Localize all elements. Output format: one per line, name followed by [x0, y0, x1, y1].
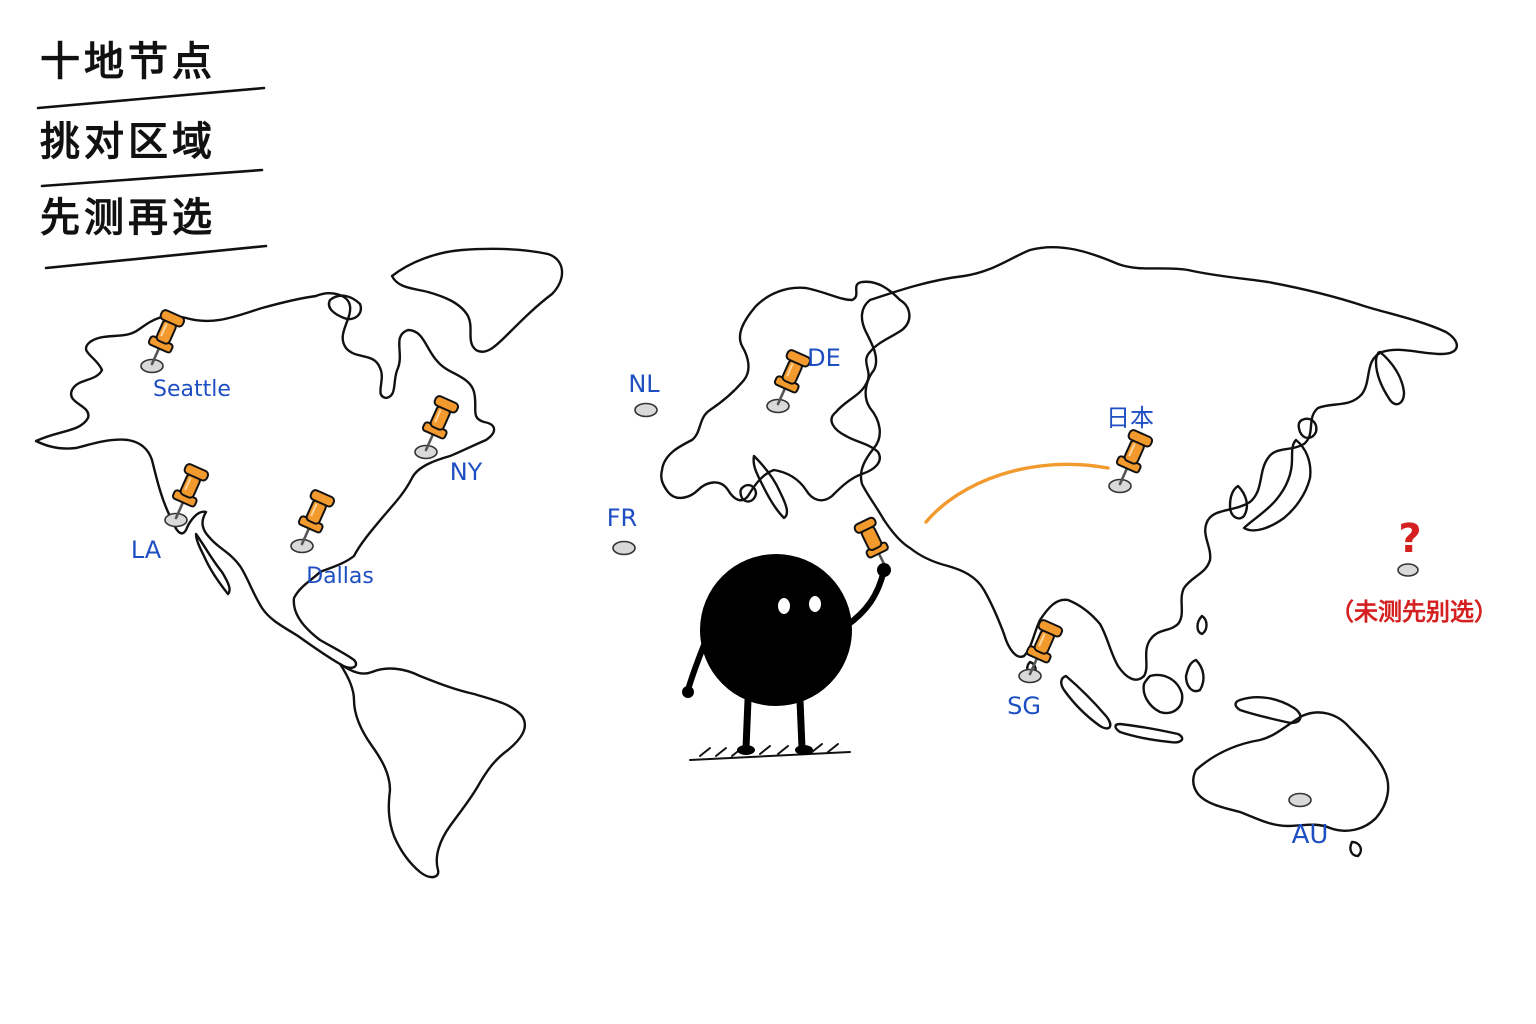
australia-outline — [1192, 711, 1390, 832]
pushpin-icon — [297, 489, 336, 546]
node-dot — [766, 398, 790, 414]
node-japan: 日本 — [1106, 404, 1154, 494]
pushpin-icon — [421, 395, 460, 452]
node-nl: NL — [628, 370, 660, 418]
title-underline-3 — [44, 244, 268, 270]
node-ny: NY — [414, 395, 483, 486]
node-dot — [1108, 478, 1132, 494]
node-dallas: Dallas — [290, 489, 374, 589]
node-seattle: Seattle — [140, 309, 231, 402]
kamchatka-outline — [1374, 350, 1406, 406]
unknown-location: ? （未测先别选） — [1330, 516, 1498, 626]
title-line-1: 十地节点 — [40, 39, 216, 85]
japan-outline — [1242, 438, 1312, 532]
node-label: NY — [450, 458, 483, 486]
node-label: SG — [1007, 692, 1041, 720]
node-label: Dallas — [306, 564, 374, 589]
italy-outline — [752, 454, 789, 520]
north-america-outline — [34, 292, 496, 670]
java-outline — [1114, 722, 1184, 744]
taiwan-outline — [1196, 614, 1208, 636]
pushpin-icon — [853, 516, 889, 570]
node-sg: SG — [1007, 619, 1064, 720]
unknown-note: （未测先别选） — [1330, 598, 1498, 626]
title-underline-1 — [36, 86, 266, 110]
node-dot — [414, 444, 438, 460]
new-guinea-outline — [1234, 696, 1302, 725]
node-label: 日本 — [1106, 404, 1154, 432]
node-dot — [634, 402, 658, 418]
node-label: NL — [628, 370, 660, 398]
asia-outline — [859, 246, 1458, 681]
arctic-island-outline — [327, 294, 363, 321]
title-underline-2 — [40, 168, 264, 188]
left-foot — [737, 745, 755, 755]
route-arc — [924, 462, 1110, 524]
pushpin-icon — [773, 349, 812, 406]
title-line-3: 先测再选 — [40, 195, 216, 241]
canada-islands-outline — [390, 247, 564, 353]
korea-outline — [1228, 484, 1249, 520]
hokkaido-outline — [1297, 417, 1318, 440]
node-dot — [1288, 792, 1312, 808]
sumatra-outline — [1060, 674, 1112, 730]
left-leg — [742, 696, 752, 752]
borneo-outline — [1142, 673, 1184, 715]
pushpin-icon — [1115, 429, 1154, 486]
character-body — [700, 554, 852, 706]
node-au: AU — [1288, 792, 1329, 850]
uk-outline — [739, 483, 758, 503]
europe-outline — [660, 280, 911, 502]
south-america-outline — [338, 662, 527, 879]
pushpin-icon — [171, 463, 210, 520]
right-hand — [877, 563, 891, 577]
tasmania-outline — [1349, 840, 1363, 858]
node-label: AU — [1292, 820, 1329, 850]
node-label: FR — [607, 504, 637, 532]
black-blob-character — [682, 516, 891, 761]
node-label: DE — [807, 344, 841, 372]
philippines-outline — [1184, 658, 1205, 693]
left-eye — [778, 598, 790, 614]
node-label: Seattle — [153, 377, 231, 402]
node-dot — [164, 512, 188, 528]
left-hand — [682, 686, 694, 698]
node-de: DE — [766, 344, 841, 414]
baja-outline — [194, 532, 231, 596]
unknown-question-mark: ? — [1398, 516, 1421, 562]
node-dot — [1018, 668, 1042, 684]
right-eye — [809, 596, 821, 612]
node-dot — [612, 540, 636, 556]
right-leg — [796, 696, 806, 752]
title-line-2: 挑对区域 — [40, 119, 216, 165]
pushpin-icon — [147, 309, 186, 366]
node-fr: FR — [607, 504, 637, 556]
node-la: LA — [131, 463, 210, 564]
node-dot — [290, 538, 314, 554]
right-arm — [843, 567, 887, 629]
right-foot — [795, 745, 813, 755]
ground-shadow — [689, 743, 851, 761]
pushpin-icon — [1025, 619, 1064, 676]
node-dot — [140, 358, 164, 374]
continents — [34, 246, 1458, 879]
node-label: LA — [131, 536, 162, 564]
unknown-dot — [1397, 563, 1419, 577]
